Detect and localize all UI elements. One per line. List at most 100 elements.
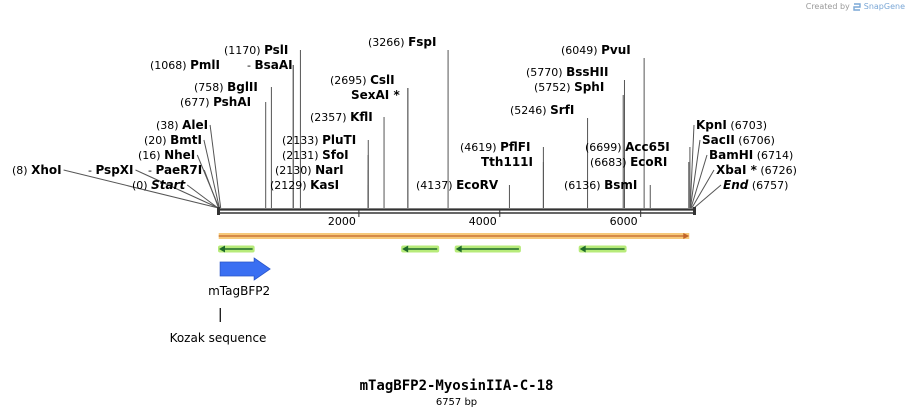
- regulatory-label: Kozak sequence: [170, 331, 267, 345]
- site-name: KasI: [310, 178, 339, 192]
- site-connector: [689, 139, 701, 209]
- site-position: (6706): [735, 134, 775, 147]
- site-name: SfoI: [322, 148, 349, 162]
- site-name: End: [723, 178, 749, 192]
- site-label-text: SexAI *: [351, 88, 400, 102]
- site-label: (5246) SrfI: [510, 103, 574, 117]
- site-position: (5246): [510, 104, 550, 117]
- site-label: (5770) BssHII: [526, 65, 608, 79]
- primer-region-arrow-head: [402, 245, 409, 253]
- cds-label: mTagBFP2: [208, 284, 270, 298]
- site-label: (6136) BsmI: [564, 178, 637, 192]
- site-label-text: (2131) SfoI: [282, 148, 349, 162]
- site-label: (6683) EcoRI: [590, 155, 667, 169]
- site-name: PvuI: [601, 43, 631, 57]
- site-position: (1068): [150, 59, 190, 72]
- site-name: KpnI: [696, 118, 727, 132]
- site-label: (758) BglII: [194, 80, 258, 94]
- site-label: (2357) KflI: [310, 110, 373, 124]
- site-label-text: - BsaAI: [247, 58, 293, 72]
- site-name: SexAI *: [351, 88, 400, 102]
- site-position: -: [148, 164, 155, 177]
- site-label: (16) NheI: [138, 148, 195, 162]
- site-name: KflI: [350, 110, 373, 124]
- site-connector: [135, 169, 219, 209]
- site-label: End (6757): [723, 178, 788, 192]
- site-label-text: (6683) EcoRI: [590, 155, 667, 169]
- site-lines: [63, 50, 722, 209]
- site-name: PmlI: [190, 58, 220, 72]
- site-label-text: BamHI (6714): [709, 148, 793, 162]
- site-name: NarI: [315, 163, 344, 177]
- site-label-text: (0) Start: [132, 178, 186, 192]
- site-position: (2133): [282, 134, 322, 147]
- site-label: (1170) PslI: [224, 43, 288, 57]
- site-label-text: (3266) FspI: [368, 35, 436, 49]
- orf-arrow-head: [683, 233, 690, 239]
- site-label: (4619) PflFI: [460, 140, 530, 154]
- primer-region-arrow-head: [219, 245, 225, 253]
- site-label-text: (6049) PvuI: [561, 43, 631, 57]
- site-position: (2130): [275, 164, 315, 177]
- site-position: (6726): [757, 164, 797, 177]
- site-label-text: (2357) KflI: [310, 110, 373, 124]
- site-label: SexAI *: [351, 88, 400, 102]
- site-labels: (8) XhoI- PspXI- PaeR7I(0) Start(16) Nhe…: [12, 35, 797, 192]
- credit-prefix: Created by: [805, 2, 850, 11]
- site-name: AleI: [182, 118, 208, 132]
- site-label-text: (1170) PslI: [224, 43, 288, 57]
- site-name: Tth111I: [481, 155, 533, 169]
- site-label-text: (1068) PmlI: [150, 58, 220, 72]
- site-label-text: (8) XhoI: [12, 163, 62, 177]
- site-position: (6699): [585, 141, 625, 154]
- site-name: PaeR7I: [155, 163, 202, 177]
- site-connector: [196, 154, 220, 209]
- site-label-text: (758) BglII: [194, 80, 258, 94]
- site-connector: [63, 169, 219, 209]
- site-label-text: (5752) SphI: [534, 80, 604, 94]
- site-label: (0) Start: [132, 178, 186, 192]
- site-name: NheI: [164, 148, 195, 162]
- snapgene-credit: Created by SnapGene: [806, 2, 905, 11]
- site-label: SacII (6706): [702, 133, 775, 147]
- site-position: (16): [138, 149, 164, 162]
- site-position: (5770): [526, 66, 566, 79]
- site-name: XbaI *: [716, 163, 758, 177]
- site-name: EcoRI: [630, 155, 667, 169]
- site-label-text: End (6757): [723, 178, 788, 192]
- site-label-text: (2695) CslI: [330, 73, 395, 87]
- site-label: Tth111I: [481, 155, 533, 169]
- primer-region-arrow-head: [579, 245, 586, 253]
- site-label-text: Tth111I: [481, 155, 533, 169]
- site-name: PshAI: [213, 95, 251, 109]
- site-label-text: - PaeR7I: [148, 163, 202, 177]
- axis-tick-label: 2000: [328, 215, 356, 228]
- site-label: (5752) SphI: [534, 80, 604, 94]
- site-label-text: (4619) PflFI: [460, 140, 530, 154]
- site-label: (2129) KasI: [270, 178, 339, 192]
- site-name: Start: [151, 178, 186, 192]
- site-name: PflFI: [500, 140, 530, 154]
- credit-brand: SnapGene: [863, 2, 905, 11]
- site-position: (2695): [330, 74, 370, 87]
- site-label-text: (677) PshAI: [180, 95, 251, 109]
- site-label: (2130) NarI: [275, 163, 344, 177]
- site-label: (8) XhoI: [12, 163, 62, 177]
- site-label: (20) BmtI: [144, 133, 202, 147]
- site-position: (6683): [590, 156, 630, 169]
- plasmid-name: mTagBFP2-MyosinIIA-C-18: [359, 378, 554, 394]
- site-position: (0): [132, 179, 151, 192]
- site-label: XbaI * (6726): [716, 163, 797, 177]
- site-position: (20): [144, 134, 170, 147]
- site-position: (5752): [534, 81, 574, 94]
- site-label: (2695) CslI: [330, 73, 395, 87]
- site-label-text: (6136) BsmI: [564, 178, 637, 192]
- site-connector: [691, 169, 715, 209]
- site-connector: [693, 184, 722, 209]
- site-position: (3266): [368, 36, 408, 49]
- site-connector: [209, 124, 222, 209]
- site-name: PluTI: [322, 133, 356, 147]
- site-position: -: [247, 59, 254, 72]
- site-label: (38) AleI: [156, 118, 208, 132]
